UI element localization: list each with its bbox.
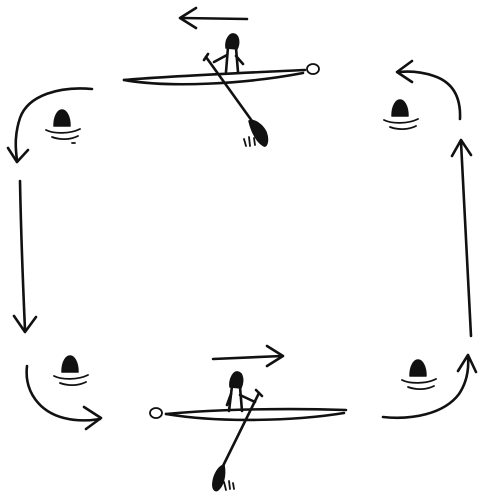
top-direction-arrow-icon	[178, 6, 249, 30]
bottom-paddler-icon	[225, 371, 257, 413]
top-left-buoy-icon	[45, 109, 81, 144]
right-side-arrow-icon	[450, 138, 473, 338]
top-paddler-icon	[212, 33, 245, 74]
top-kayak-group	[122, 6, 320, 147]
bottom-left-turn-arrow-icon	[25, 364, 103, 431]
bottom-kayak-group	[149, 344, 348, 492]
top-paddle-icon	[202, 52, 269, 147]
bottom-direction-arrow-icon	[211, 344, 285, 368]
bottom-paddle-icon	[212, 388, 264, 492]
top-kayak-icon	[122, 63, 320, 86]
top-right-buoy-icon	[383, 99, 419, 131]
bottom-kayak-icon	[149, 407, 348, 422]
bottom-right-buoy-icon	[401, 359, 437, 391]
bottom-right-turn-arrow-icon	[381, 353, 478, 419]
top-left-turn-arrow-icon	[6, 87, 94, 164]
top-right-turn-arrow-icon	[395, 59, 462, 121]
left-side-arrow-icon	[12, 179, 38, 334]
bottom-left-buoy-icon	[53, 355, 89, 387]
